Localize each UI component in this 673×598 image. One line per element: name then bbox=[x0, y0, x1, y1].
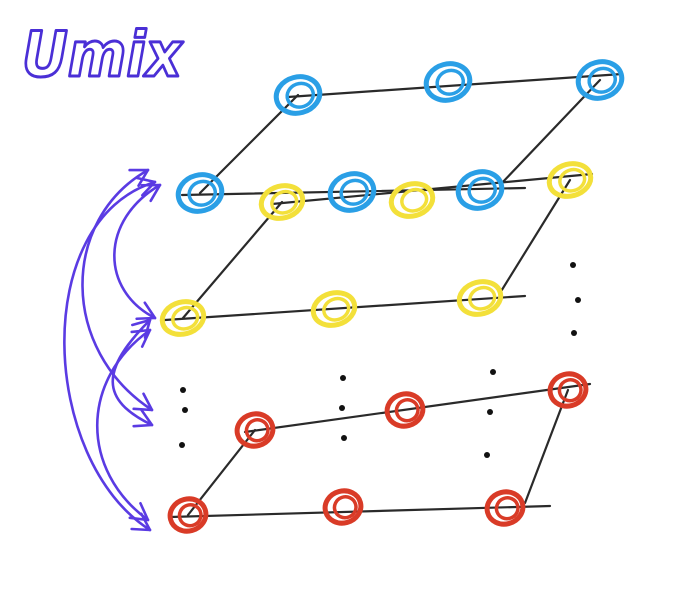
yellow-layer-node-inner-ring bbox=[322, 296, 351, 322]
arrowhead bbox=[135, 301, 157, 321]
vertical-ellipsis-icon bbox=[179, 442, 185, 448]
vertical-ellipsis-icon bbox=[575, 297, 581, 303]
vertical-ellipsis-icon bbox=[484, 452, 490, 458]
blue-layer-node bbox=[455, 169, 505, 211]
arrowhead bbox=[132, 392, 154, 412]
curved-double-arrow-icon bbox=[81, 168, 154, 412]
blue-layer-node-inner-ring bbox=[435, 68, 466, 96]
red-layer-node-outer-ring bbox=[547, 371, 589, 409]
vertical-ellipsis-icon bbox=[490, 369, 496, 375]
blue-layer-node bbox=[175, 172, 225, 214]
blue-layer-node-outer-ring bbox=[327, 171, 377, 213]
yellow-layer-node-outer-ring bbox=[456, 279, 504, 317]
vertical-ellipsis-icon bbox=[182, 407, 188, 413]
diagram-title: Umix bbox=[22, 18, 184, 91]
vertical-ellipsis-icon bbox=[180, 387, 186, 393]
arrow-curve bbox=[113, 183, 162, 320]
yellow-layer-node bbox=[159, 299, 207, 337]
yellow-layer-node-inner-ring bbox=[171, 305, 200, 331]
yellow-layer-node bbox=[310, 290, 358, 328]
yellow-layer-node-inner-ring bbox=[468, 285, 497, 311]
yellow-layer-node-outer-ring bbox=[159, 299, 207, 337]
yellow-layer-right-edge bbox=[498, 178, 572, 295]
red-layer-node-outer-ring bbox=[322, 488, 364, 526]
arrowhead bbox=[132, 408, 154, 428]
blue-layer-node-inner-ring bbox=[467, 176, 498, 204]
yellow-layer-node bbox=[546, 161, 594, 199]
blue-layer-node-outer-ring bbox=[175, 172, 225, 214]
blue-layer-node-inner-ring bbox=[187, 179, 218, 207]
red-layer-node-inner-ring bbox=[557, 378, 583, 403]
red-layer-node-outer-ring bbox=[384, 391, 426, 429]
blue-layer-right-edge bbox=[498, 78, 602, 187]
red-layer-node bbox=[484, 489, 526, 527]
vertical-ellipsis-icon bbox=[341, 435, 347, 441]
yellow-layer-node bbox=[388, 181, 436, 219]
red-layer-node-outer-ring bbox=[484, 489, 526, 527]
vertical-ellipsis-icon bbox=[340, 375, 346, 381]
blue-layer-node bbox=[273, 74, 323, 116]
curved-double-arrow-icon bbox=[111, 318, 154, 428]
blue-layer-node-outer-ring bbox=[423, 61, 473, 103]
arrow-curve bbox=[111, 318, 154, 427]
blue-layer-node bbox=[423, 61, 473, 103]
arrow-curve bbox=[96, 328, 152, 522]
blue-layer-node-inner-ring bbox=[587, 66, 618, 94]
grid-edges bbox=[163, 72, 624, 519]
yellow-layer-left-edge bbox=[181, 200, 284, 320]
yellow-layer-node-inner-ring bbox=[558, 167, 587, 193]
yellow-layer-node-inner-ring bbox=[400, 187, 429, 213]
curved-double-arrow-icon bbox=[113, 183, 162, 321]
arrowhead bbox=[128, 168, 150, 188]
ellipsis-dots bbox=[179, 262, 581, 458]
red-layer-node bbox=[547, 371, 589, 409]
red-layer-node-outer-ring bbox=[234, 411, 276, 449]
arrow-curve bbox=[81, 168, 154, 412]
arrowhead bbox=[140, 183, 162, 203]
red-layer-node bbox=[234, 411, 276, 449]
arrowhead bbox=[131, 318, 152, 339]
red-layer-right-edge bbox=[523, 388, 570, 505]
yellow-layer-node-outer-ring bbox=[546, 161, 594, 199]
yellow-layer-node-outer-ring bbox=[258, 183, 306, 221]
red-layer-node-inner-ring bbox=[394, 398, 420, 423]
blue-layer-back-edge bbox=[286, 72, 624, 99]
arrow-curve bbox=[63, 180, 157, 532]
vertical-ellipsis-icon bbox=[571, 330, 577, 336]
yellow-layer-node bbox=[456, 279, 504, 317]
red-layer-node-inner-ring bbox=[244, 418, 270, 443]
red-layer-node-outer-ring bbox=[167, 496, 209, 534]
red-layer-node-inner-ring bbox=[177, 503, 203, 528]
red-layer-node-inner-ring bbox=[494, 496, 520, 521]
red-layer-node-inner-ring bbox=[332, 495, 358, 520]
blue-layer-node-outer-ring bbox=[455, 169, 505, 211]
vertical-ellipsis-icon bbox=[570, 262, 576, 268]
blue-layer-node-outer-ring bbox=[575, 59, 625, 101]
yellow-layer-node-inner-ring bbox=[270, 189, 299, 215]
blue-layer-node-inner-ring bbox=[339, 178, 370, 206]
red-layer-node bbox=[322, 488, 364, 526]
blue-layer-node bbox=[575, 59, 625, 101]
blue-layer-front-edge bbox=[180, 186, 527, 197]
red-layer-node bbox=[167, 496, 209, 534]
red-layer-node bbox=[384, 391, 426, 429]
vertical-ellipsis-icon bbox=[339, 405, 345, 411]
vertical-ellipsis-icon bbox=[487, 409, 493, 415]
yellow-layer-node bbox=[258, 183, 306, 221]
blue-layer-node bbox=[327, 171, 377, 213]
yellow-layer-front-edge bbox=[163, 294, 527, 322]
grid-nodes bbox=[159, 59, 625, 534]
blue-layer-node-outer-ring bbox=[273, 74, 323, 116]
arrowhead bbox=[128, 501, 150, 522]
blue-layer-node-inner-ring bbox=[285, 81, 316, 109]
yellow-layer-node-outer-ring bbox=[310, 290, 358, 328]
yellow-layer-node-outer-ring bbox=[388, 181, 436, 219]
mixing-arrows bbox=[63, 168, 162, 532]
